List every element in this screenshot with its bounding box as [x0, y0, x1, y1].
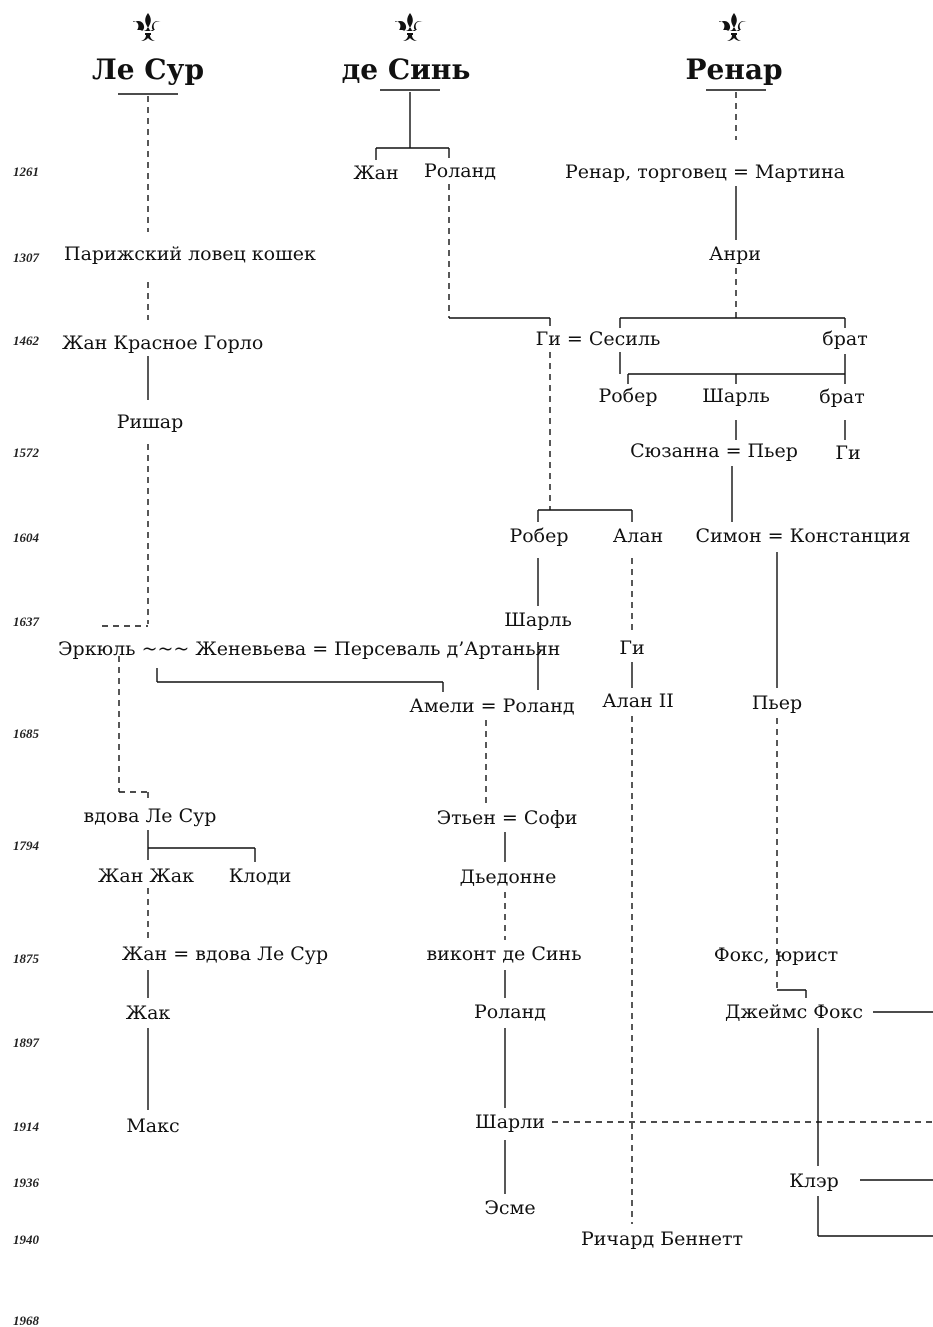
- person-dieudonne: Дьедонне: [459, 866, 557, 888]
- person-charles: Шарль: [504, 609, 572, 631]
- person-james-fox: Джеймс Фокс: [724, 1001, 864, 1023]
- person-cat-hunter: Парижский ловец кошек: [64, 243, 316, 265]
- year-label: 1637: [13, 614, 39, 629]
- fleur-de-lis-icon: [719, 13, 747, 41]
- year-label: 1936: [13, 1175, 39, 1190]
- year-label: 1897: [13, 1035, 39, 1050]
- person-claudie: Клоди: [228, 865, 292, 887]
- person-brother: брат: [819, 386, 865, 408]
- person-guy: Ги: [619, 637, 645, 659]
- fleur-de-lis-icon: [133, 13, 161, 41]
- person-pierre: Пьер: [751, 692, 803, 714]
- year-label: 1940: [13, 1232, 39, 1247]
- person-jean: Жан: [353, 162, 399, 184]
- year-label: 1914: [13, 1119, 39, 1134]
- family-heading-renar: Ренар: [685, 53, 783, 86]
- person-etienne-sophie: Этьен = Софи: [436, 807, 578, 829]
- person-esme: Эсме: [484, 1197, 536, 1219]
- year-label: 1261: [13, 164, 39, 179]
- person-robert: Робер: [598, 385, 658, 407]
- person-hercule-line: Эркюль ~~~ Женевьева = Персеваль д’Артан…: [58, 638, 561, 660]
- person-roland: Роланд: [474, 1001, 546, 1023]
- year-label: 1307: [13, 250, 39, 265]
- person-guy-cecile: Ги = Сесиль: [535, 328, 661, 350]
- person-jean-red-throat: Жан Красное Горло: [62, 332, 264, 354]
- person-charles: Шарль: [702, 385, 770, 407]
- person-alain-ii: Алан II: [602, 690, 674, 712]
- year-label: 1875: [13, 951, 39, 966]
- year-label: 1572: [13, 445, 39, 460]
- year-label: 1685: [13, 726, 39, 741]
- person-renar-merchant: Ренар, торговец = Мартина: [564, 161, 846, 183]
- person-henri: Анри: [709, 243, 761, 265]
- person-vicomte: виконт де Синь: [426, 943, 582, 965]
- person-brother: брат: [822, 328, 868, 350]
- person-guy: Ги: [835, 442, 861, 464]
- person-jacques: Жак: [125, 1002, 171, 1024]
- year-label: 1462: [13, 333, 39, 348]
- person-richard-bennett: Ричард Беннетт: [580, 1228, 744, 1250]
- person-max: Макс: [126, 1115, 180, 1137]
- person-claire: Клэр: [789, 1170, 839, 1192]
- person-richard: Ришар: [116, 411, 184, 433]
- person-fox-lawyer: Фокс, юрист: [713, 944, 839, 966]
- person-jean-widow: Жан = вдова Ле Сур: [121, 943, 329, 965]
- family-heading-lesur: Ле Сур: [91, 53, 205, 86]
- person-susanne-pierre: Сюзанна = Пьер: [630, 440, 798, 462]
- person-amelie-roland: Амели = Роланд: [409, 695, 575, 717]
- year-label: 1604: [13, 530, 39, 545]
- person-roland: Роланд: [424, 160, 496, 182]
- fleur-de-lis-icon: [395, 13, 423, 41]
- family-heading-design: де Синь: [341, 53, 471, 86]
- year-label: 1968: [13, 1313, 39, 1327]
- person-robert: Робер: [509, 525, 569, 547]
- year-label: 1794: [13, 838, 39, 853]
- person-widow-lesur: вдова Ле Сур: [83, 805, 217, 827]
- person-jean-jacques: Жан Жак: [98, 865, 194, 887]
- person-simon-constance: Симон = Констанция: [695, 525, 911, 547]
- person-alain: Алан: [612, 525, 664, 547]
- person-charlie: Шарли: [475, 1111, 545, 1133]
